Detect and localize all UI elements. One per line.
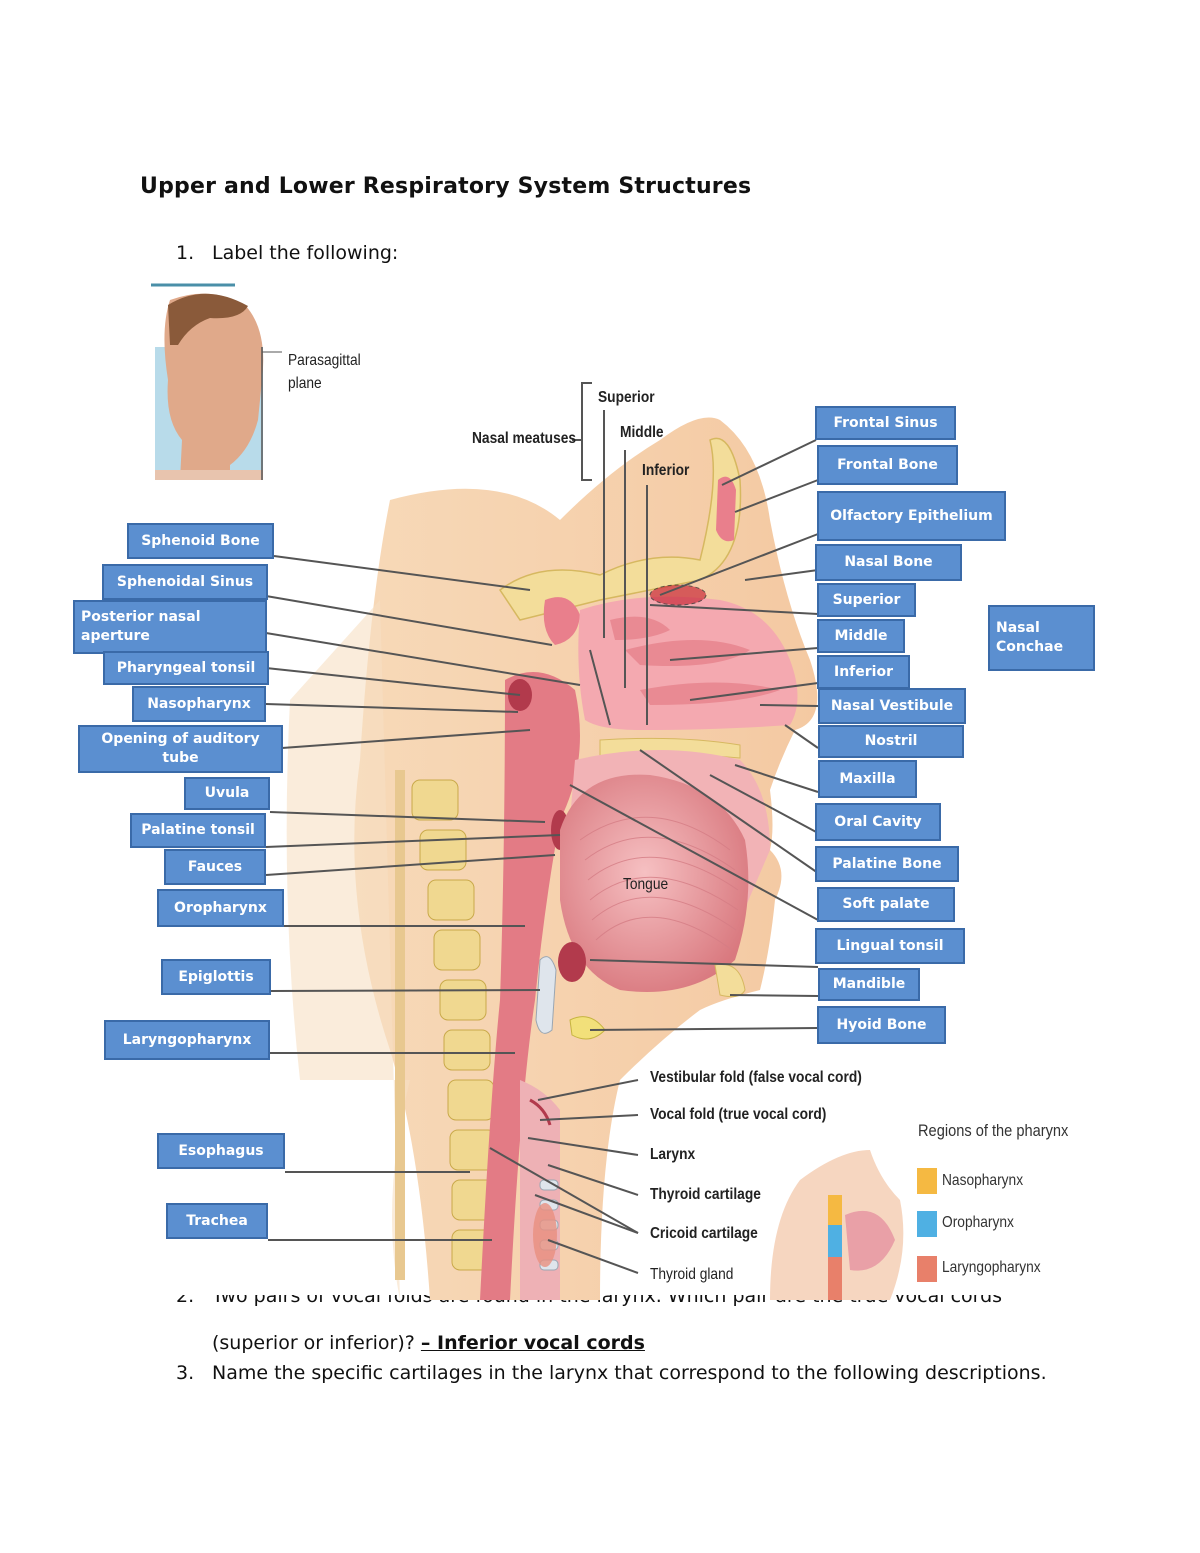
cricoid-cartilage-label: Cricoid cartilage xyxy=(650,1225,758,1242)
question-2-answer: – Inferior vocal cords xyxy=(420,1332,645,1354)
legend-title: Regions of the pharynx xyxy=(918,1121,1069,1140)
label-lingual-tonsil: Lingual tonsil xyxy=(815,928,965,964)
label-palatine-tonsil: Palatine tonsil xyxy=(130,813,266,848)
label-hyoid-bone: Hyoid Bone xyxy=(817,1006,946,1044)
question-1-number: 1. xyxy=(176,242,195,264)
label-posterior-nasal-aperture: Posterior nasal aperture xyxy=(73,600,267,654)
label-epiglottis: Epiglottis xyxy=(161,959,271,995)
vocal-fold-label: Vocal fold (true vocal cord) xyxy=(650,1106,827,1123)
label-uvula: Uvula xyxy=(184,777,270,810)
parasagittal-plane-label: Parasagittal xyxy=(288,352,361,369)
label-fauces: Fauces xyxy=(164,849,266,885)
lingual-tonsil xyxy=(558,942,586,982)
label-nasal-vestibule: Nasal Vestibule xyxy=(818,688,966,724)
label-frontal-bone: Frontal Bone xyxy=(817,445,958,485)
pharynx-regions-thumbnail xyxy=(770,1150,904,1300)
label-laryngopharynx: Laryngopharynx xyxy=(104,1020,270,1060)
label-inferior-concha: Inferior xyxy=(817,655,910,689)
sphenoidal-sinus xyxy=(543,597,580,645)
inferior-concha xyxy=(640,682,780,705)
inset-head-image xyxy=(155,293,282,480)
epiglottis xyxy=(535,956,557,1034)
label-soft-palate: Soft palate xyxy=(817,887,955,922)
parasagittal-plane-label-2: plane xyxy=(288,375,322,392)
label-esophagus: Esophagus xyxy=(157,1133,285,1169)
legend-swatch-oropharynx xyxy=(917,1211,937,1237)
page-title: Upper and Lower Respiratory System Struc… xyxy=(140,174,752,199)
tongue xyxy=(560,774,749,992)
label-nasopharynx: Nasopharynx xyxy=(132,686,266,722)
question-2-number: 2. xyxy=(176,1295,195,1307)
larynx-label: Larynx xyxy=(650,1146,696,1163)
label-mandible: Mandible xyxy=(818,968,920,1001)
thyroid-cartilage-label: Thyroid cartilage xyxy=(650,1186,761,1203)
middle-concha xyxy=(625,640,750,666)
anatomy-illustration xyxy=(151,283,904,1300)
label-nasal-bone: Nasal Bone xyxy=(815,544,962,581)
olfactory-epithelium-area xyxy=(649,584,707,606)
legend-swatch-nasopharynx xyxy=(917,1168,937,1194)
label-oral-cavity: Oral Cavity xyxy=(815,803,941,841)
vestibular-fold-label: Vestibular fold (false vocal cord) xyxy=(650,1069,862,1086)
label-superior-concha: Superior xyxy=(817,583,916,617)
label-nasal-conchae: Nasal Conchae xyxy=(988,605,1095,671)
label-nostril: Nostril xyxy=(818,725,964,758)
label-opening-auditory-tube: Opening of auditory tube xyxy=(78,725,283,773)
thyroid-gland-label: Thyroid gland xyxy=(650,1266,734,1283)
frontal-sinus xyxy=(716,476,736,542)
leader-lines xyxy=(265,382,819,1274)
legend-oropharynx: Oropharynx xyxy=(942,1214,1014,1231)
question-3-number: 3. xyxy=(176,1362,195,1384)
question-1-text: Label the following: xyxy=(212,242,399,264)
nasal-meatuses-label: Nasal meatuses xyxy=(472,430,577,447)
meatus-superior-label: Superior xyxy=(598,389,655,406)
label-pharyngeal-tonsil: Pharyngeal tonsil xyxy=(103,651,269,685)
label-palatine-bone: Palatine Bone xyxy=(815,846,959,882)
legend-swatch-laryngopharynx xyxy=(917,1256,937,1282)
label-oropharynx: Oropharynx xyxy=(157,889,284,927)
meatus-middle-label: Middle xyxy=(620,424,664,441)
legend-nasopharynx: Nasopharynx xyxy=(942,1172,1024,1189)
meatus-inferior-label: Inferior xyxy=(642,462,690,479)
cranial-bones xyxy=(498,437,742,621)
thyroid-gland xyxy=(533,1203,557,1267)
label-sphenoid-bone: Sphenoid Bone xyxy=(127,523,274,559)
question-2-prefix: (superior or inferior)? xyxy=(212,1332,415,1354)
label-olfactory-epithelium: Olfactory Epithelium xyxy=(817,491,1006,541)
tongue-label: Tongue xyxy=(623,876,669,893)
label-frontal-sinus: Frontal Sinus xyxy=(815,406,956,440)
label-middle-concha: Middle xyxy=(817,619,905,653)
label-trachea: Trachea xyxy=(166,1203,268,1239)
cervical-vertebrae xyxy=(411,779,499,1271)
label-sphenoidal-sinus: Sphenoidal Sinus xyxy=(102,564,268,600)
question-3-text: Name the specific cartilages in the lary… xyxy=(212,1362,1047,1384)
label-maxilla: Maxilla xyxy=(818,760,917,798)
mandible xyxy=(714,963,746,998)
legend-laryngopharynx: Laryngopharynx xyxy=(942,1259,1041,1276)
